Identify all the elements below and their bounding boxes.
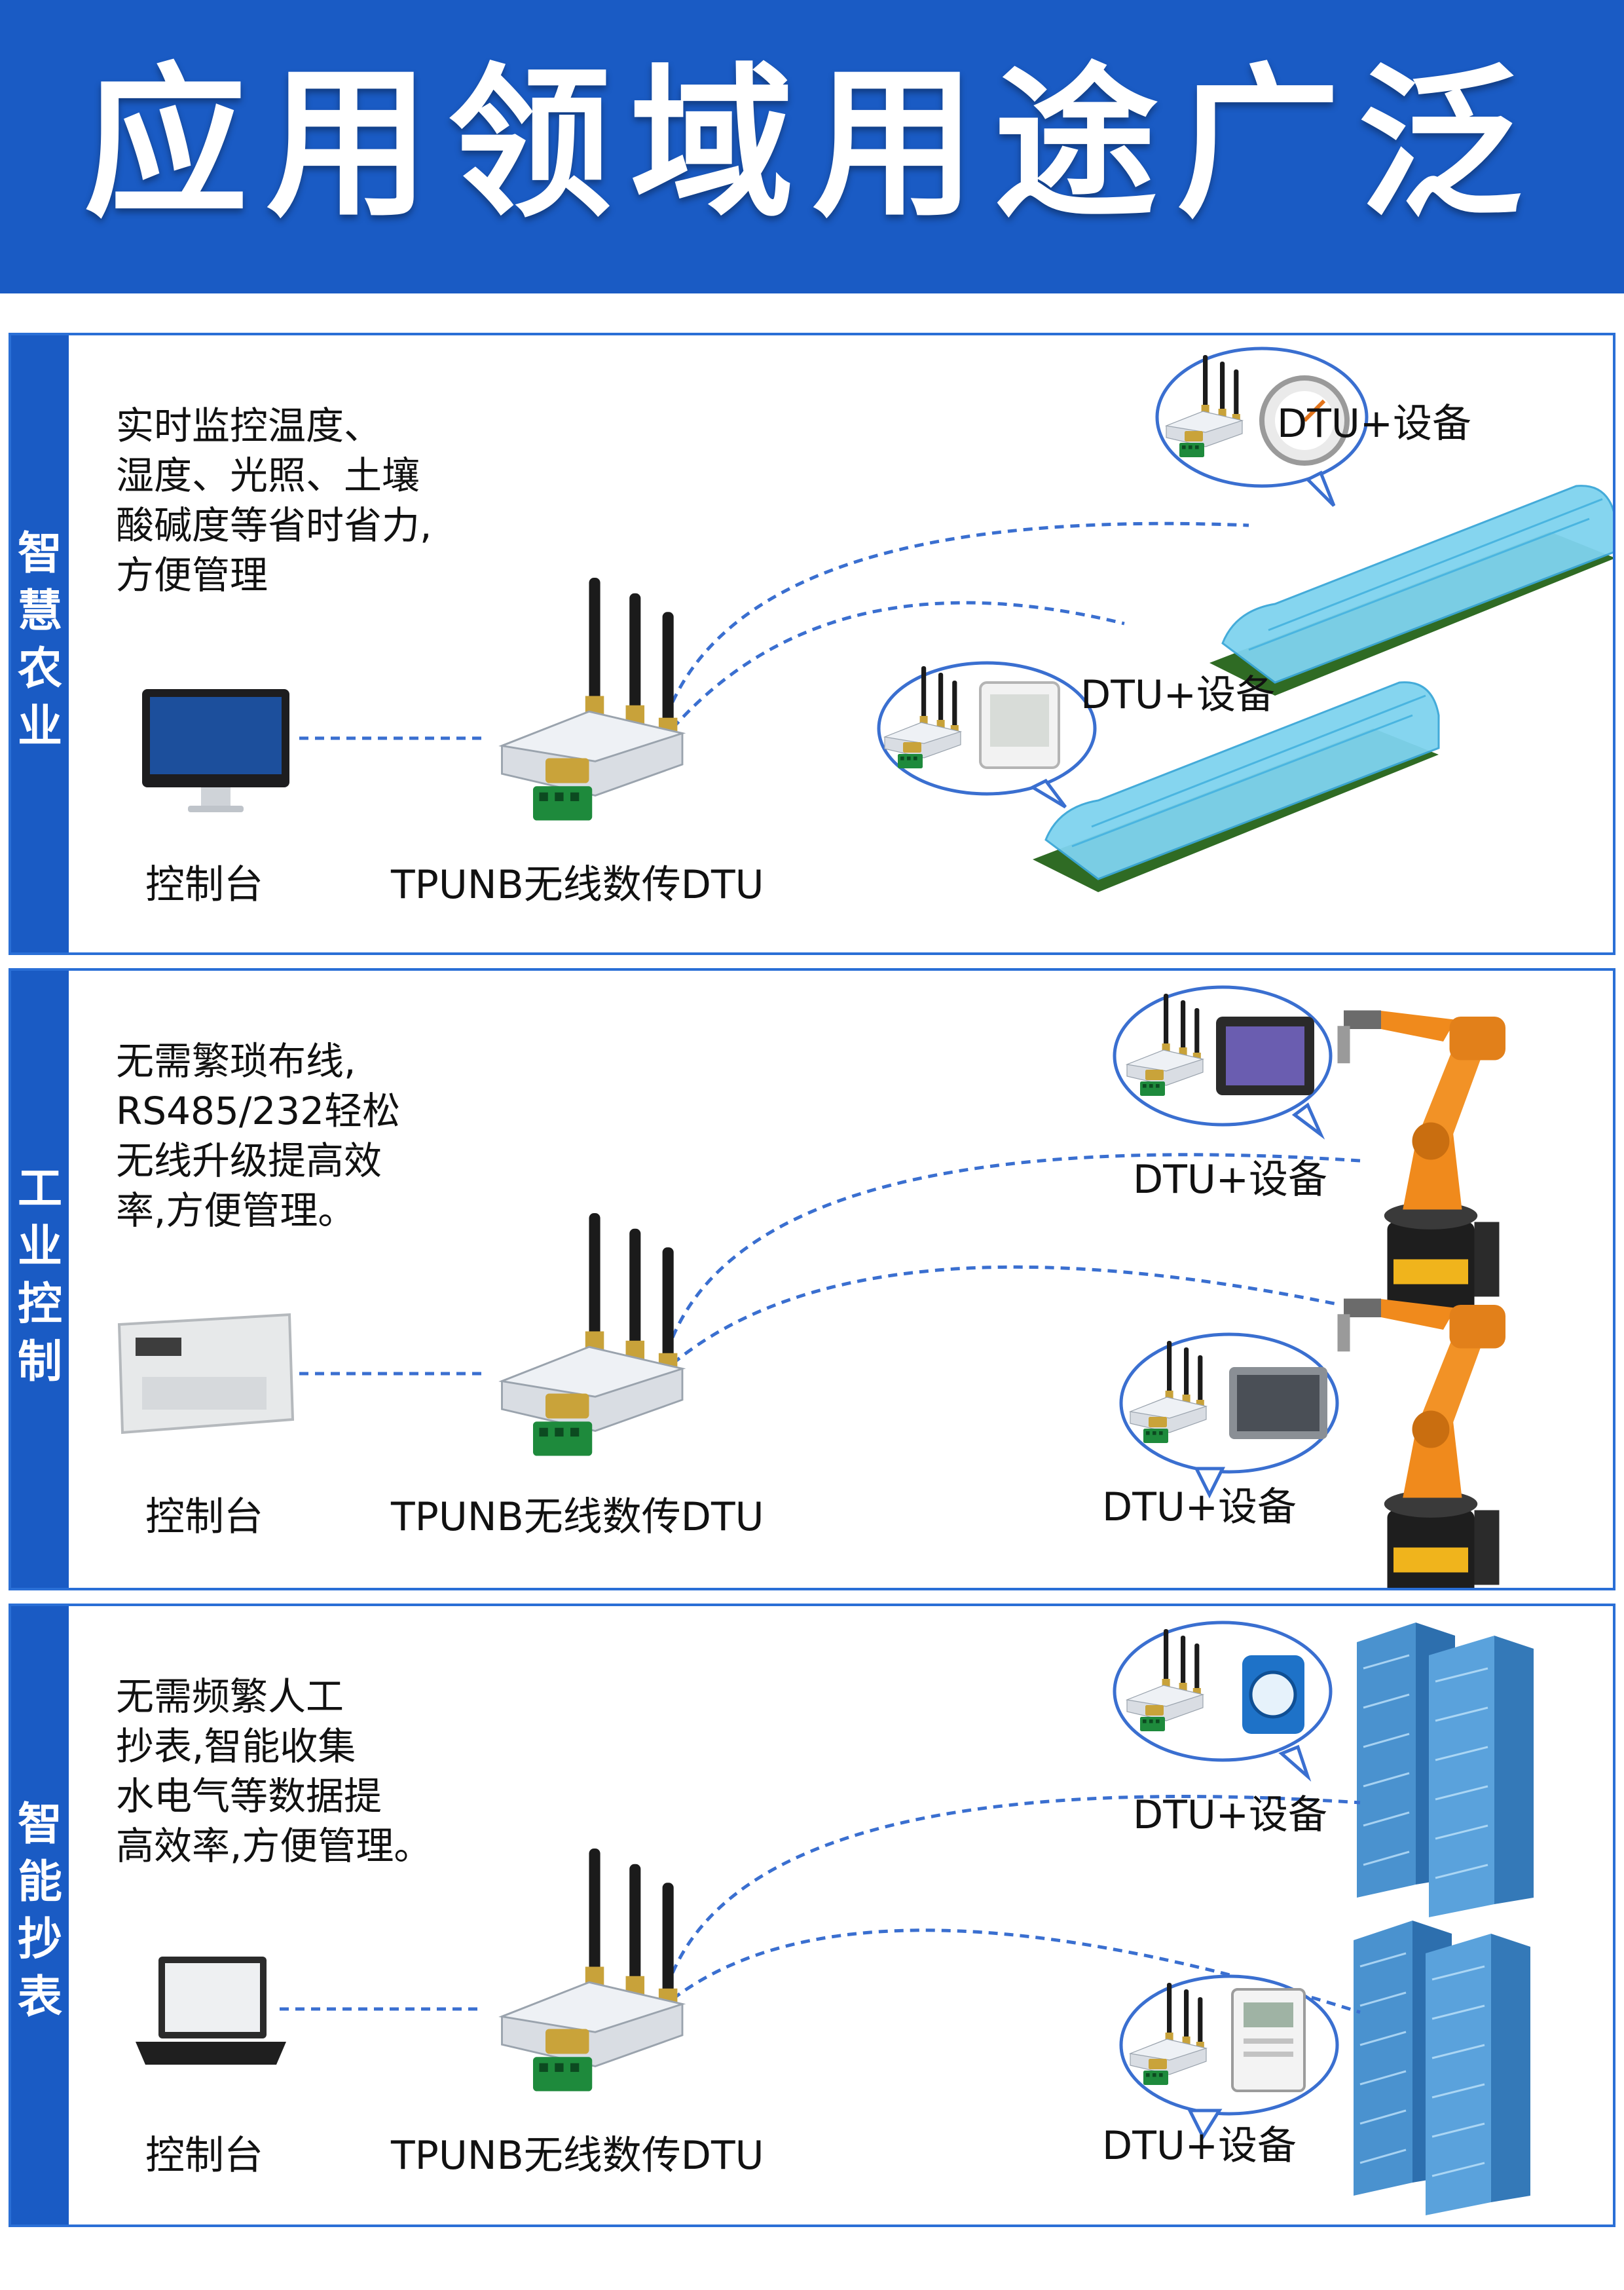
skyscraper-icon <box>1356 1621 1535 1919</box>
robot-arm-icon <box>1337 1010 1505 1315</box>
section-description: 无需繁琐布线,RS485/232轻松无线升级提高效率,方便管理。 <box>116 1039 401 1233</box>
section-vertical-label: 工业控制 <box>17 1163 62 1388</box>
industrial-illustration <box>117 985 1505 1588</box>
meter-illustration <box>136 1621 1535 2217</box>
robot-arm-icon <box>1337 1298 1505 1588</box>
dtu-label: TPUNB无线数传DTU <box>391 1494 764 1540</box>
agriculture-illustration <box>142 347 1613 893</box>
antenna-dtu-icon <box>501 1212 684 1457</box>
page-title: 应用领域用途广泛 <box>84 48 1540 239</box>
plc-icon <box>117 1313 295 1435</box>
section-sidebar <box>11 335 69 952</box>
device-bubble-gauge <box>1155 347 1369 507</box>
antenna-dtu-icon <box>501 576 684 821</box>
console-label: 控制台 <box>145 1494 263 1540</box>
section-smart-agriculture: 智慧农业 实时监控温度、湿度、光照、土壤酸碱度等省时省力,方便管理 <box>9 333 1615 955</box>
device-label-top: DTU+设备 <box>1133 1157 1328 1203</box>
device-bubble-touchscreen <box>1113 985 1333 1140</box>
device-label-top: DTU+设备 <box>1133 1792 1328 1838</box>
device-label-bottom: DTU+设备 <box>1080 672 1276 718</box>
device-bubble-display <box>877 661 1097 809</box>
section-vertical-label: 智能抄表 <box>17 1799 62 2023</box>
console-label: 控制台 <box>145 862 263 908</box>
device-label-bottom: DTU+设备 <box>1102 1484 1297 1530</box>
monitor-icon <box>142 689 289 812</box>
page-header: 应用领域用途广泛 <box>0 0 1624 293</box>
section-smart-meter-reading: 智能抄表 无需频繁人工抄表,智能收集水电气等数据提高效率,方便管理。 <box>9 1604 1615 2227</box>
touchscreen-icon <box>1216 1017 1314 1095</box>
console-label: 控制台 <box>145 2133 263 2179</box>
section-description: 实时监控温度、湿度、光照、土壤酸碱度等省时省力,方便管理 <box>116 404 432 597</box>
dtu-label: TPUNB无线数传DTU <box>391 2133 764 2179</box>
gauge-icon <box>1259 375 1350 466</box>
dtu-label: TPUNB无线数传DTU <box>391 862 764 908</box>
skyscraper-icon <box>1352 1919 1532 2217</box>
laptop-icon <box>136 1957 286 2065</box>
section-industrial-control: 工业控制 无需繁琐布线,RS485/232轻松无线升级提高效率,方便管理。 <box>9 968 1615 1590</box>
device-bubble-electric-meter <box>1119 1974 1339 2141</box>
touchscreen-icon <box>1229 1367 1327 1439</box>
antenna-dtu-icon <box>501 1847 684 2092</box>
water-meter-icon <box>1242 1655 1304 1734</box>
electric-meter-icon <box>1231 1988 1306 2092</box>
thermometer-display-icon <box>979 681 1060 769</box>
device-label-bottom: DTU+设备 <box>1102 2123 1297 2169</box>
section-description: 无需频繁人工抄表,智能收集水电气等数据提高效率,方便管理。 <box>116 1674 432 1868</box>
device-bubble-panel <box>1119 1332 1339 1499</box>
section-sidebar <box>11 971 69 1588</box>
section-sidebar <box>11 1606 69 2224</box>
section-vertical-label: 智慧农业 <box>17 528 62 753</box>
device-bubble-water-meter <box>1113 1621 1333 1782</box>
device-label-top: DTU+设备 <box>1277 401 1472 447</box>
